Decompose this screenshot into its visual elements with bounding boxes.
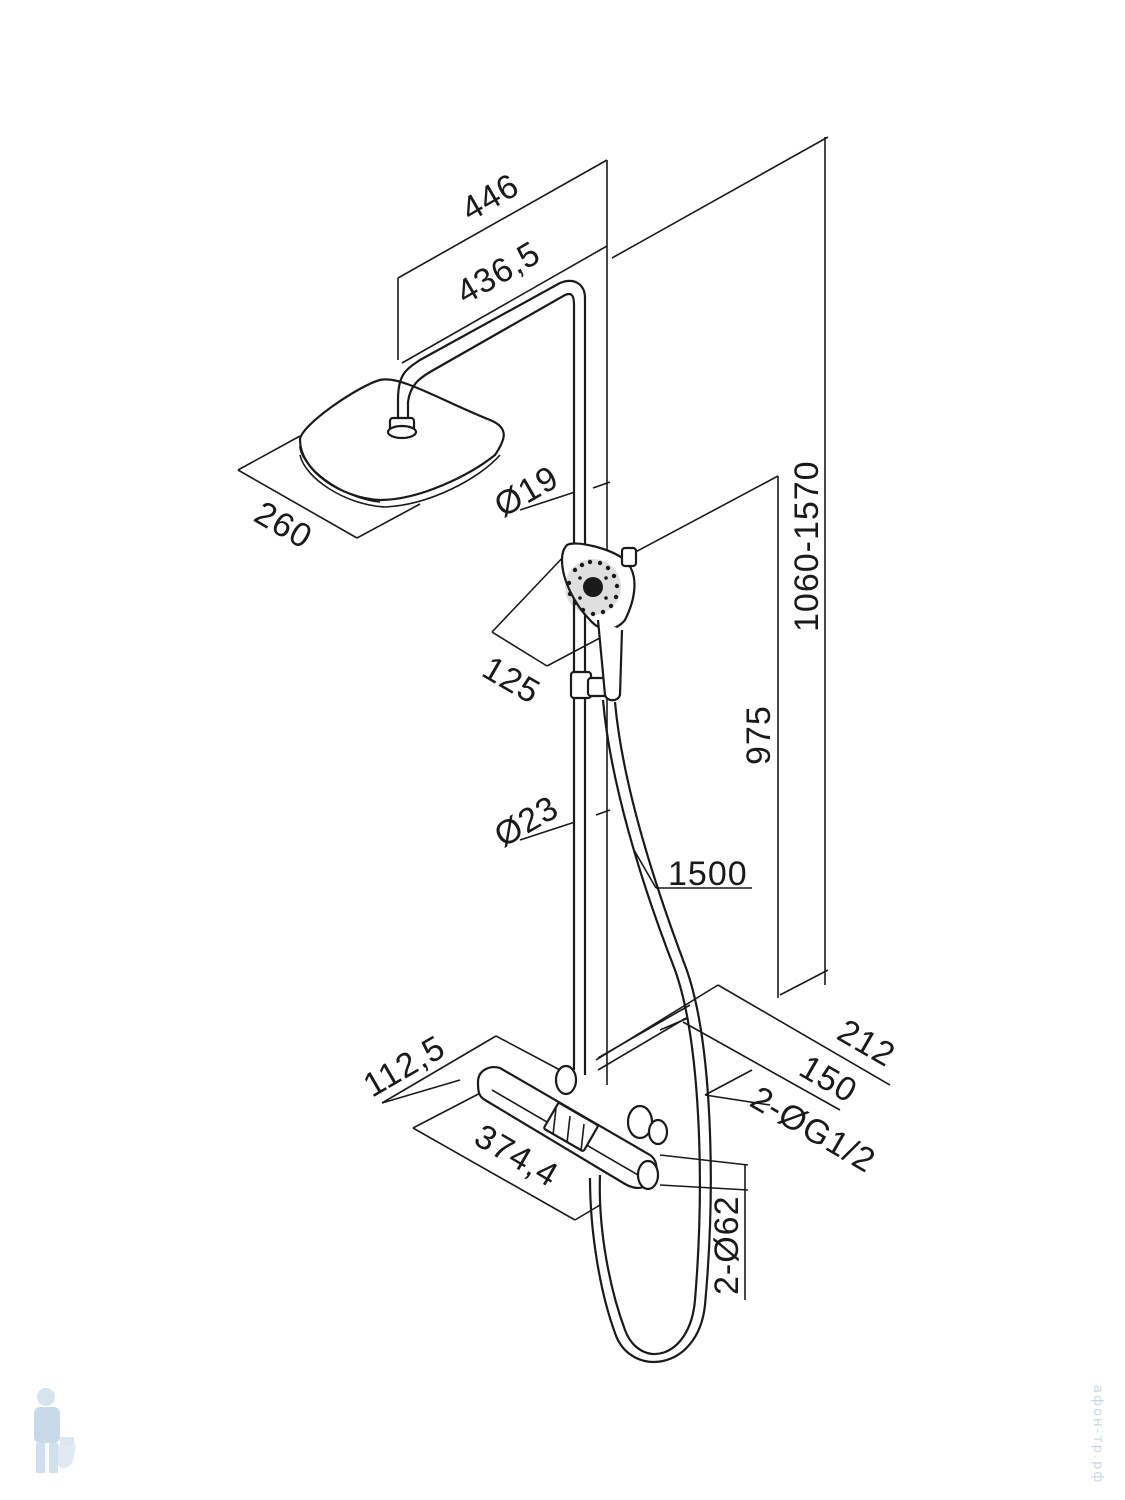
dim-1500: 1500 [668, 855, 748, 893]
dim-446: 446 [455, 166, 526, 229]
hand-shower [560, 542, 638, 702]
dim-62-diameter: 2-Ø62 [708, 1196, 746, 1296]
thermostatic-mixer [476, 1004, 691, 1191]
plumber-mascot-icon [34, 1388, 76, 1473]
dim-1060-1570: 1060-1570 [788, 460, 826, 632]
dim-23-diameter: Ø23 [488, 788, 565, 855]
shower-hose [588, 699, 712, 1364]
spray-nozzles [566, 559, 620, 617]
dim-112-5: 112,5 [357, 1028, 452, 1105]
overhead-shower [298, 279, 587, 1075]
dim-260: 260 [248, 494, 319, 557]
dim-19-diameter: Ø19 [488, 458, 565, 525]
dim-975: 975 [740, 705, 778, 765]
watermark: афон-тр.рф [1090, 1385, 1105, 1485]
dimension-lines [237, 136, 891, 1300]
dim-436-5: 436,5 [450, 234, 547, 312]
